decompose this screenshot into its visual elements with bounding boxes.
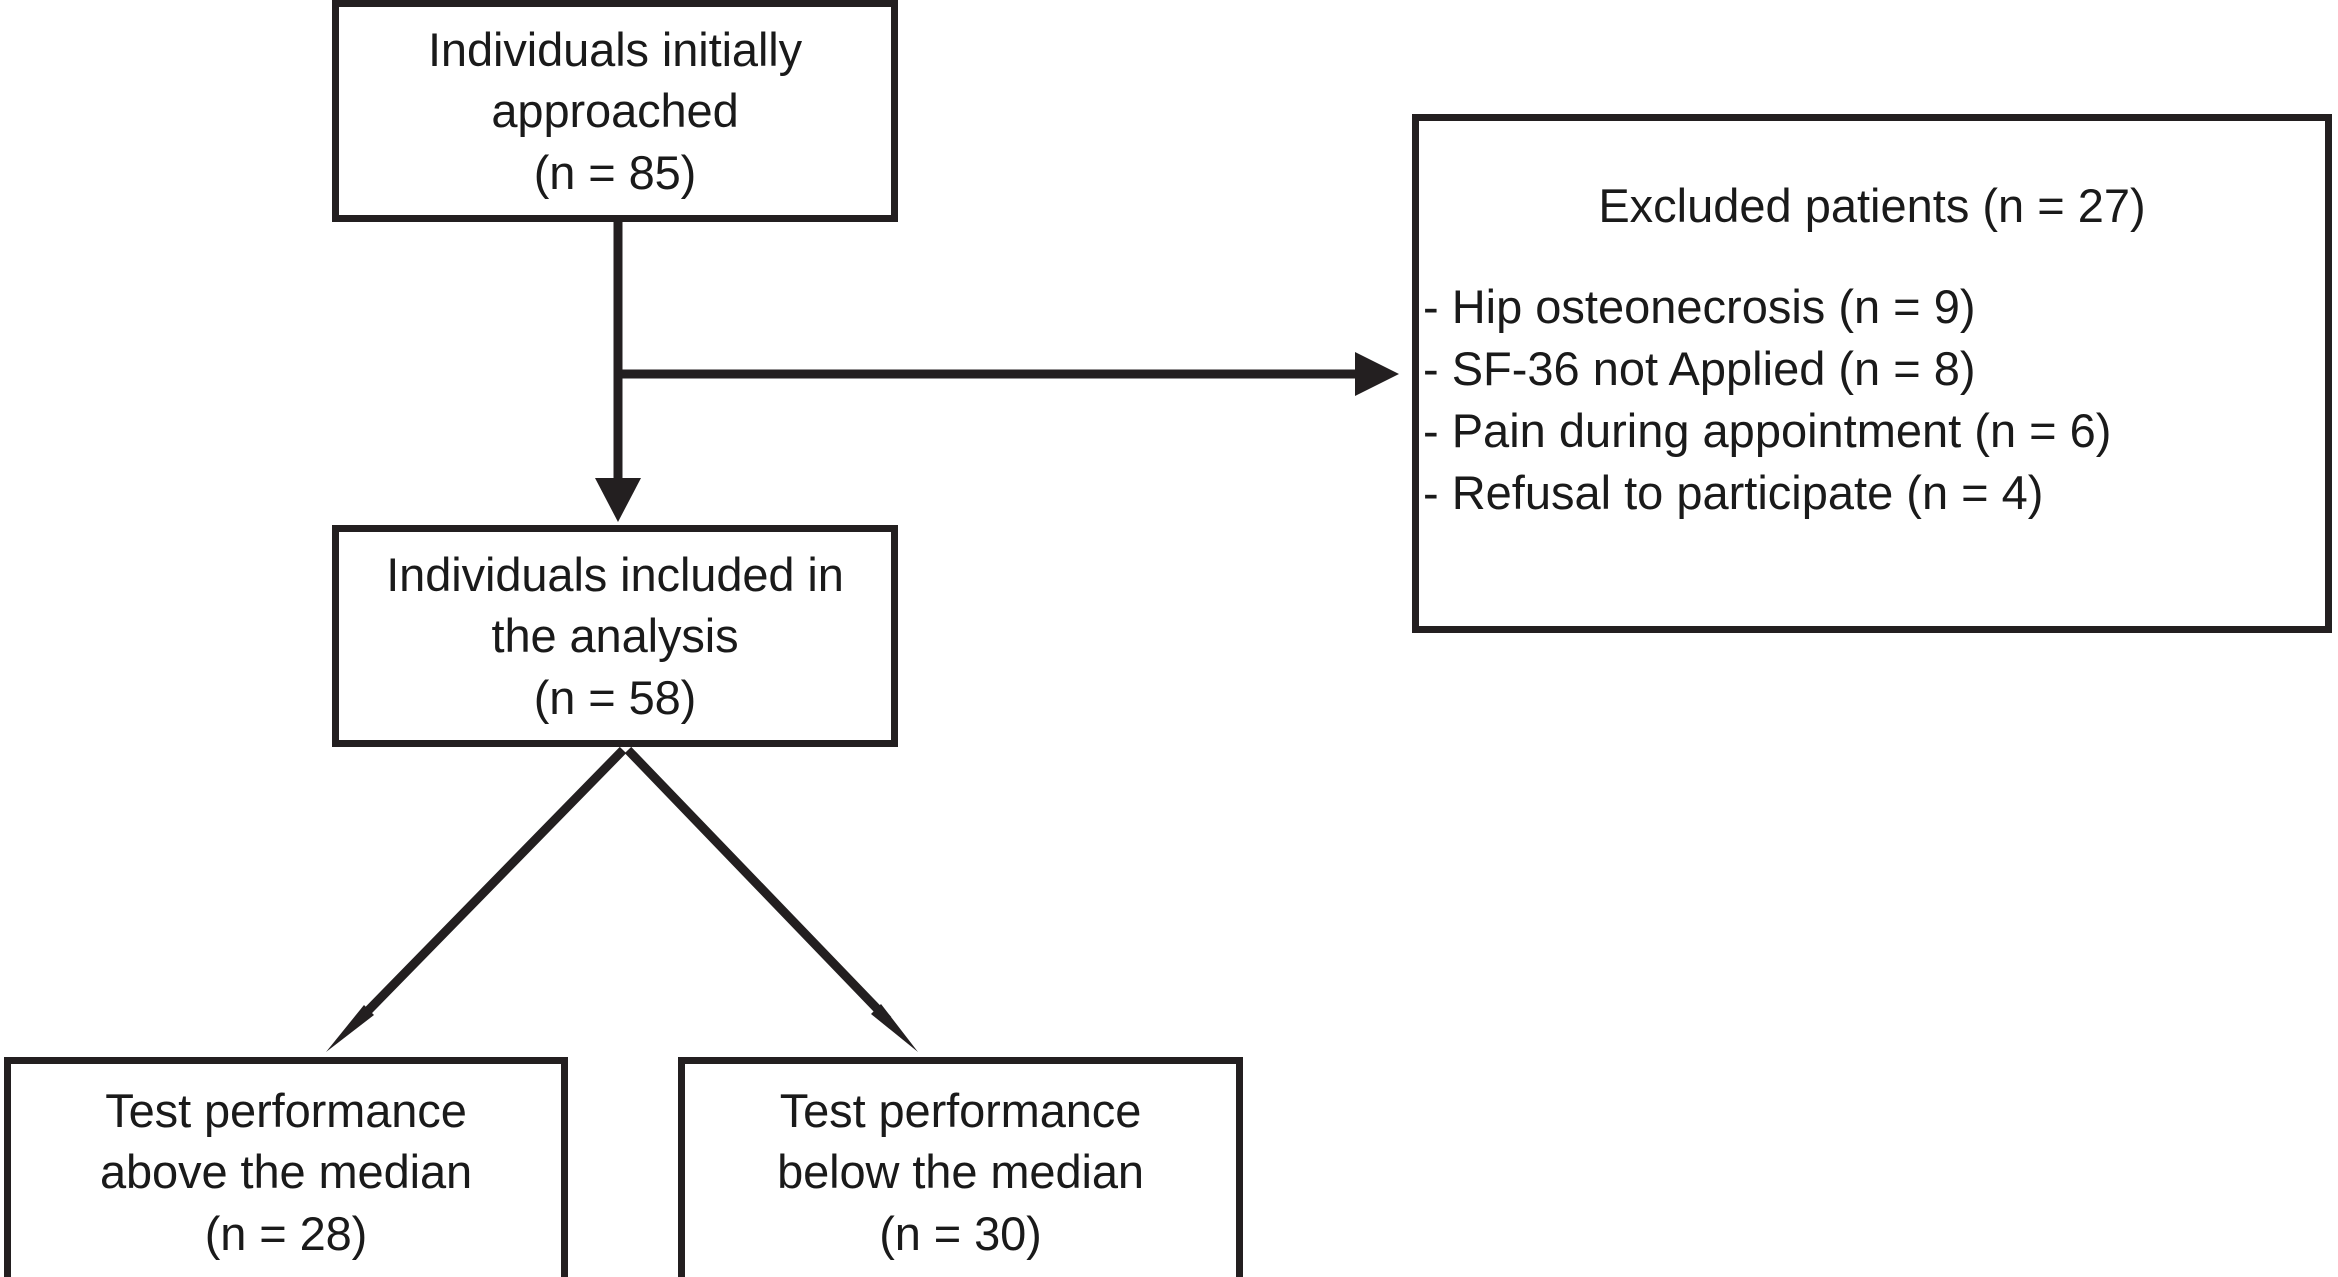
box-approached-line-1: Individuals initially — [427, 23, 803, 77]
excluded-reason-item: - Pain during appointment (n = 6) — [1423, 404, 2112, 458]
excluded-reason-item: - Refusal to participate (n = 4) — [1423, 466, 2044, 520]
box-above-line-3: (n = 28) — [204, 1206, 368, 1260]
connector-approached-to-excluded — [618, 352, 1399, 396]
box-approached-line-3: (n = 85) — [533, 145, 697, 199]
excluded-reason-list: - Hip osteonecrosis (n = 9) - SF-36 not … — [1419, 276, 2325, 524]
excluded-reason-item: - Hip osteonecrosis (n = 9) — [1423, 280, 1976, 334]
box-below-line-1: Test performance — [779, 1084, 1142, 1138]
box-excluded-patients: Excluded patients (n = 27) - Hip osteone… — [1412, 114, 2332, 633]
box-below-median: Test performance below the median (n = 3… — [678, 1057, 1243, 1277]
connector-included-to-above-median — [326, 746, 627, 1052]
box-individuals-approached: Individuals initially approached (n = 85… — [332, 0, 898, 222]
box-individuals-included: Individuals included in the analysis (n … — [332, 525, 898, 747]
excluded-reason-item: - SF-36 not Applied (n = 8) — [1423, 342, 1976, 396]
box-below-line-2: below the median — [777, 1145, 1144, 1199]
box-included-line-2: the analysis — [491, 609, 739, 663]
box-included-line-3: (n = 58) — [533, 670, 697, 724]
box-included-line-1: Individuals included in — [386, 548, 844, 602]
excluded-title: Excluded patients (n = 27) — [1598, 179, 2146, 232]
box-above-line-1: Test performance — [105, 1084, 467, 1138]
connector-approached-to-included — [595, 221, 641, 522]
box-approached-line-2: approached — [491, 84, 739, 138]
box-below-line-3: (n = 30) — [879, 1206, 1042, 1260]
connector-included-to-below-median — [624, 746, 918, 1052]
box-above-median: Test performance above the median (n = 2… — [4, 1057, 568, 1277]
box-above-line-2: above the median — [99, 1145, 473, 1199]
